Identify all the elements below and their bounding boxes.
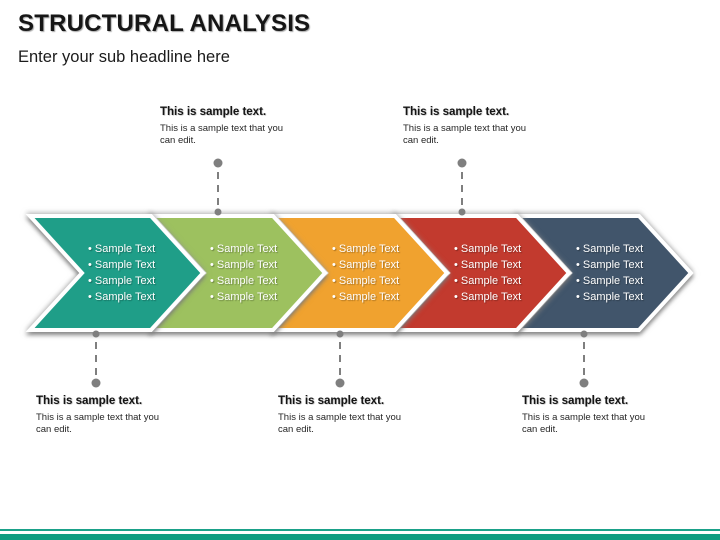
callout-bottom-1: This is sample text. This is a sample te… xyxy=(36,395,178,435)
list-item: •Sample Text xyxy=(88,273,200,289)
slide-title: STRUCTURAL ANALYSIS xyxy=(18,10,311,37)
list-item-label: Sample Text xyxy=(582,243,644,255)
list-item: •Sample Text xyxy=(576,257,688,273)
callout-top-1: This is sample text. This is a sample te… xyxy=(160,106,302,146)
list-item-label: Sample Text xyxy=(216,291,278,303)
connector-bottom-stage-3 xyxy=(335,330,345,388)
connector-top-stage-4 xyxy=(457,158,467,216)
callout-title: This is sample text. xyxy=(522,395,629,407)
list-item: •Sample Text xyxy=(210,273,322,289)
list-item: •Sample Text xyxy=(332,257,444,273)
bullet-icon: • xyxy=(210,275,214,287)
list-item-label: Sample Text xyxy=(338,291,400,303)
list-item: •Sample Text xyxy=(454,241,566,257)
list-item: •Sample Text xyxy=(332,273,444,289)
list-item: •Sample Text xyxy=(332,241,444,257)
bullet-icon: • xyxy=(332,243,336,255)
bullet-icon: • xyxy=(454,243,458,255)
stage-1-bullet-list: •Sample Text •Sample Text •Sample Text •… xyxy=(88,241,200,305)
stage-2-bullet-list: •Sample Text •Sample Text •Sample Text •… xyxy=(210,241,322,305)
list-item: •Sample Text xyxy=(454,289,566,305)
bullet-icon: • xyxy=(454,275,458,287)
list-item-label: Sample Text xyxy=(94,291,156,303)
list-item: •Sample Text xyxy=(210,257,322,273)
bullet-icon: • xyxy=(332,275,336,287)
stage-5-bullet-list: •Sample Text •Sample Text •Sample Text •… xyxy=(576,241,688,305)
bullet-icon: • xyxy=(576,243,580,255)
list-item-label: Sample Text xyxy=(338,243,400,255)
callout-body: This is a sample text that you can edit. xyxy=(522,412,646,435)
footer-accent-bar xyxy=(0,534,720,540)
list-item: •Sample Text xyxy=(210,289,322,305)
callout-bottom-2: This is sample text. This is a sample te… xyxy=(278,395,420,435)
list-item-label: Sample Text xyxy=(460,291,522,303)
bullet-icon: • xyxy=(210,243,214,255)
callout-title: This is sample text. xyxy=(36,395,143,407)
slide-subtitle: Enter your sub headline here xyxy=(18,48,230,66)
list-item-label: Sample Text xyxy=(94,275,156,287)
chevron-stage-1 xyxy=(25,214,206,332)
list-item-label: Sample Text xyxy=(338,259,400,271)
bullet-icon: • xyxy=(88,243,92,255)
bullet-icon: • xyxy=(576,259,580,271)
bullet-icon: • xyxy=(210,259,214,271)
footer-accent-line xyxy=(0,529,720,531)
list-item: •Sample Text xyxy=(332,289,444,305)
bullet-icon: • xyxy=(576,275,580,287)
list-item-label: Sample Text xyxy=(216,275,278,287)
list-item: •Sample Text xyxy=(88,289,200,305)
list-item: •Sample Text xyxy=(454,257,566,273)
bullet-icon: • xyxy=(88,259,92,271)
list-item-label: Sample Text xyxy=(216,259,278,271)
bullet-icon: • xyxy=(88,291,92,303)
list-item: •Sample Text xyxy=(576,289,688,305)
bullet-icon: • xyxy=(576,291,580,303)
bullet-icon: • xyxy=(454,259,458,271)
list-item: •Sample Text xyxy=(88,257,200,273)
stage-4-bullet-list: •Sample Text •Sample Text •Sample Text •… xyxy=(454,241,566,305)
list-item-label: Sample Text xyxy=(460,275,522,287)
list-item-label: Sample Text xyxy=(582,275,644,287)
bullet-icon: • xyxy=(88,275,92,287)
list-item-label: Sample Text xyxy=(338,275,400,287)
callout-title: This is sample text. xyxy=(160,106,267,118)
bullet-icon: • xyxy=(332,291,336,303)
list-item-label: Sample Text xyxy=(582,259,644,271)
list-item-label: Sample Text xyxy=(94,259,156,271)
connector-bottom-stage-5 xyxy=(579,330,589,388)
list-item: •Sample Text xyxy=(210,241,322,257)
callout-body: This is a sample text that you can edit. xyxy=(278,412,402,435)
bullet-icon: • xyxy=(332,259,336,271)
callout-bottom-3: This is sample text. This is a sample te… xyxy=(522,395,664,435)
list-item: •Sample Text xyxy=(576,273,688,289)
connector-top-stage-2 xyxy=(213,158,223,216)
stage-3-bullet-list: •Sample Text •Sample Text •Sample Text •… xyxy=(332,241,444,305)
callout-body: This is a sample text that you can edit. xyxy=(36,412,160,435)
list-item-label: Sample Text xyxy=(460,259,522,271)
callout-title: This is sample text. xyxy=(278,395,385,407)
list-item: •Sample Text xyxy=(576,241,688,257)
bullet-icon: • xyxy=(210,291,214,303)
list-item-label: Sample Text xyxy=(460,243,522,255)
list-item-label: Sample Text xyxy=(216,243,278,255)
connector-bottom-stage-1 xyxy=(91,330,101,388)
bullet-icon: • xyxy=(454,291,458,303)
callout-body: This is a sample text that you can edit. xyxy=(160,123,284,146)
list-item: •Sample Text xyxy=(454,273,566,289)
list-item-label: Sample Text xyxy=(582,291,644,303)
list-item-label: Sample Text xyxy=(94,243,156,255)
list-item: •Sample Text xyxy=(88,241,200,257)
callout-title: This is sample text. xyxy=(403,106,510,118)
callout-top-2: This is sample text. This is a sample te… xyxy=(403,106,545,146)
callout-body: This is a sample text that you can edit. xyxy=(403,123,527,146)
